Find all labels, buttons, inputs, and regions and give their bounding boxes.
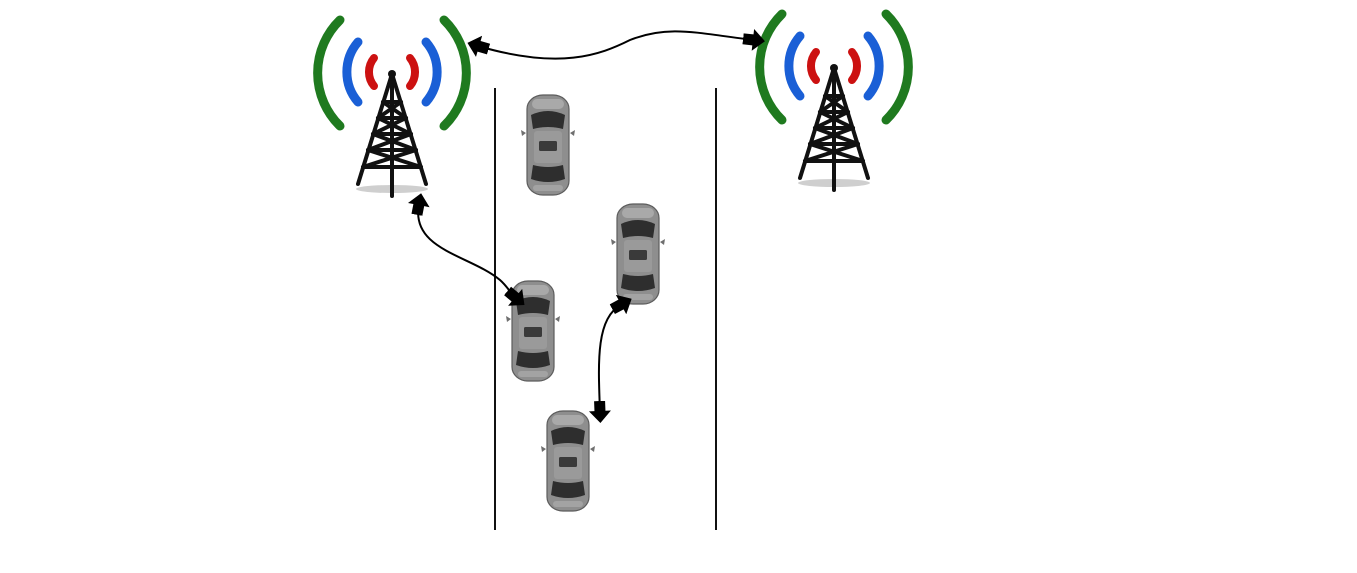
link-car-to-car	[588, 294, 632, 423]
road	[494, 88, 717, 530]
link-tower-to-car	[407, 193, 525, 306]
car-icon	[520, 94, 576, 196]
cell-tower-icon	[755, 9, 913, 192]
car-icon	[540, 410, 596, 512]
car-icon	[610, 203, 666, 305]
cell-tower-icon	[313, 15, 471, 198]
link-tower-to-tower	[467, 28, 765, 60]
